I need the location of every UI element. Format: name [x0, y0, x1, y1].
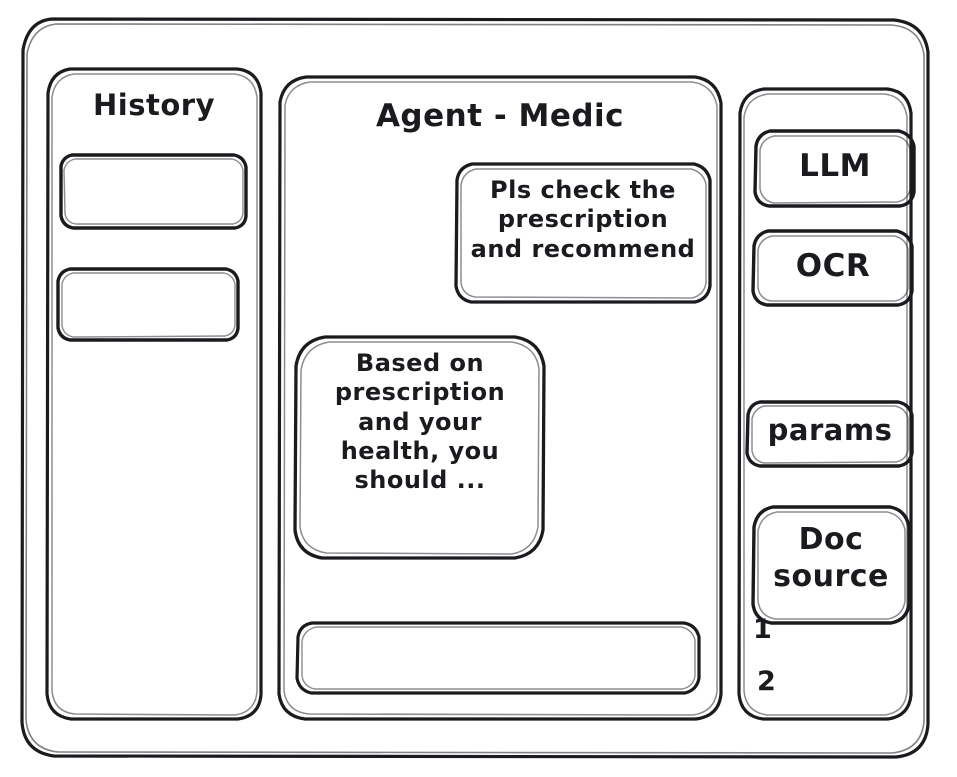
message-input[interactable] [294, 620, 703, 695]
doc-source-item-2[interactable]: 2 [757, 666, 776, 697]
tool-button-params[interactable]: params [744, 399, 916, 468]
tool-button-doc-source[interactable]: Doc source [749, 504, 913, 626]
agent-panel-title: Agent - Medic [375, 98, 625, 134]
tool-button-doc-source-label: Doc source [773, 522, 889, 594]
tool-button-ocr-label: OCR [795, 248, 871, 284]
user-message-text: Pls check the prescription and recommend [470, 176, 696, 263]
tool-button-params-label: params [767, 413, 893, 447]
doc-source-item-1[interactable]: 1 [753, 614, 772, 645]
tool-button-llm[interactable]: LLM [752, 128, 918, 209]
assistant-message-text: Based on prescription and your health, y… [334, 349, 506, 495]
tool-button-ocr[interactable]: OCR [750, 228, 916, 308]
history-item[interactable] [55, 266, 241, 342]
history-item[interactable] [58, 152, 249, 230]
user-message-bubble: Pls check the prescription and recommend [452, 160, 714, 306]
assistant-message-bubble: Based on prescription and your health, y… [291, 333, 549, 562]
tool-button-llm-label: LLM [799, 148, 871, 184]
history-panel-title: History [93, 88, 215, 122]
